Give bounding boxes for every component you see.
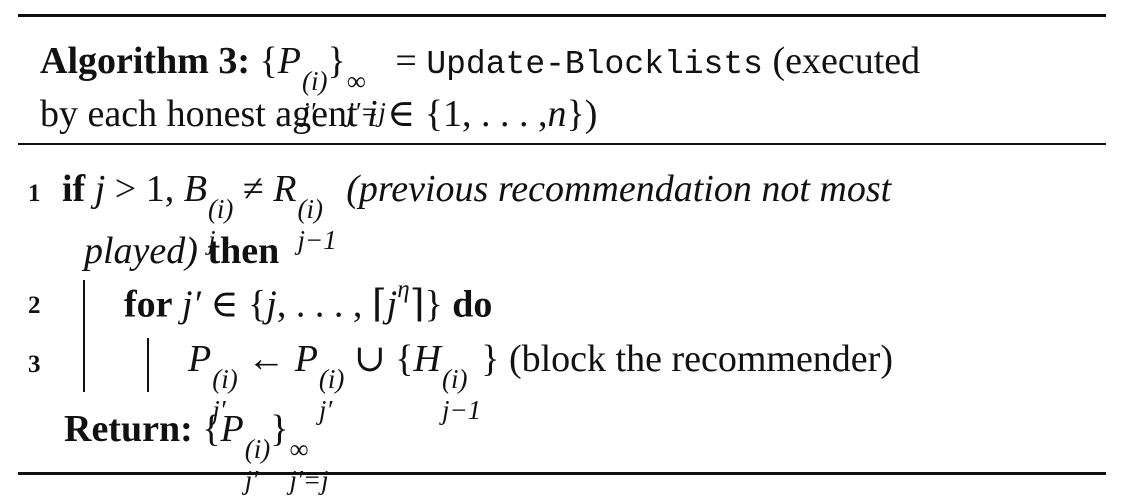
return-close: } (270, 408, 289, 450)
not-equal: ≠ (242, 168, 264, 210)
var-j: j (94, 168, 106, 210)
algorithm-label: Algorithm 3: (40, 40, 251, 82)
exponent-eta: η (397, 276, 410, 303)
output-symbol: P(i)j′ (277, 40, 328, 128)
comment-line-1: (previous recommendation not most (346, 168, 892, 210)
caption-var-i: i (367, 93, 378, 135)
symbol-P-lhs: P(i)j′ (188, 338, 238, 426)
line-number-3: 3 (28, 351, 41, 378)
return-line: Return: {P(i)j′}∞j′=j (64, 410, 329, 495)
function-name: Update-Blocklists (426, 46, 763, 83)
keyword-then: then (207, 230, 280, 272)
symbol-R: R(i)j−1 (273, 168, 337, 256)
symbol-P-rhs: P(i)j′ (294, 338, 345, 426)
set-mid: , . . . , ⌈ (276, 283, 387, 326)
algo-line-2: for j′ ∈ {j, . . . , ⌈jη⌉} do (124, 277, 493, 326)
algo-line-1: if j > 1, B(i)j ≠ R(i)j−1 (previous reco… (62, 170, 891, 255)
union-close: } (481, 338, 500, 380)
algorithm-caption-line-1: Algorithm 3: {P(i)j′}∞j′=j = Update-Bloc… (40, 42, 920, 127)
caption-end: (executed (772, 40, 921, 82)
algo-line-1-cont: played) then (84, 232, 279, 270)
line-number-2: 2 (28, 292, 41, 319)
union-open: ∪ { (353, 338, 414, 380)
caption-close: }) (566, 93, 598, 135)
set-end: ⌉} (409, 283, 443, 326)
symbol-B: B(i)j (183, 168, 234, 256)
block-bar-for (147, 338, 149, 392)
equals-sign: = (395, 40, 417, 82)
var-jprime: j′ (182, 283, 201, 326)
symbol-H: H(i)j−1 (413, 338, 482, 426)
condition-gt: > 1, (114, 168, 175, 210)
set-j-power: j (386, 283, 398, 326)
algorithm-caption-line-2: by each honest agent i ∈ {1, . . . ,n}) (40, 95, 597, 133)
set-open: ∈ { (210, 283, 267, 326)
assign-arrow: ← (247, 338, 286, 380)
set-j: j (266, 283, 277, 326)
set-open: { (259, 40, 278, 82)
return-open: { (202, 408, 221, 450)
keyword-for: for (124, 283, 173, 326)
return-symbol-P: P(i)j′ (220, 408, 271, 496)
output-range: ∞j′=j (346, 65, 386, 128)
caption-set: ∈ {1, . . . , (387, 93, 548, 135)
comment-line-3: (block the recommender) (508, 338, 893, 380)
set-close: } (327, 40, 346, 82)
comment-line-1-cont: played) (84, 230, 198, 272)
algo-line-3: P(i)j′ ← P(i)j′ ∪ {H(i)j−1} (block the r… (188, 340, 893, 425)
caption-var-n: n (547, 93, 567, 135)
caption-text: by each honest agent (40, 93, 358, 135)
bottom-rule (18, 472, 1106, 475)
line-number-1: 1 (28, 180, 41, 207)
top-rule (18, 14, 1106, 17)
return-range: ∞j′=j (289, 433, 329, 496)
keyword-do: do (452, 283, 493, 326)
return-label: Return: (64, 408, 193, 450)
header-rule (18, 143, 1106, 145)
block-bar-if (83, 280, 85, 392)
keyword-if: if (62, 168, 86, 210)
